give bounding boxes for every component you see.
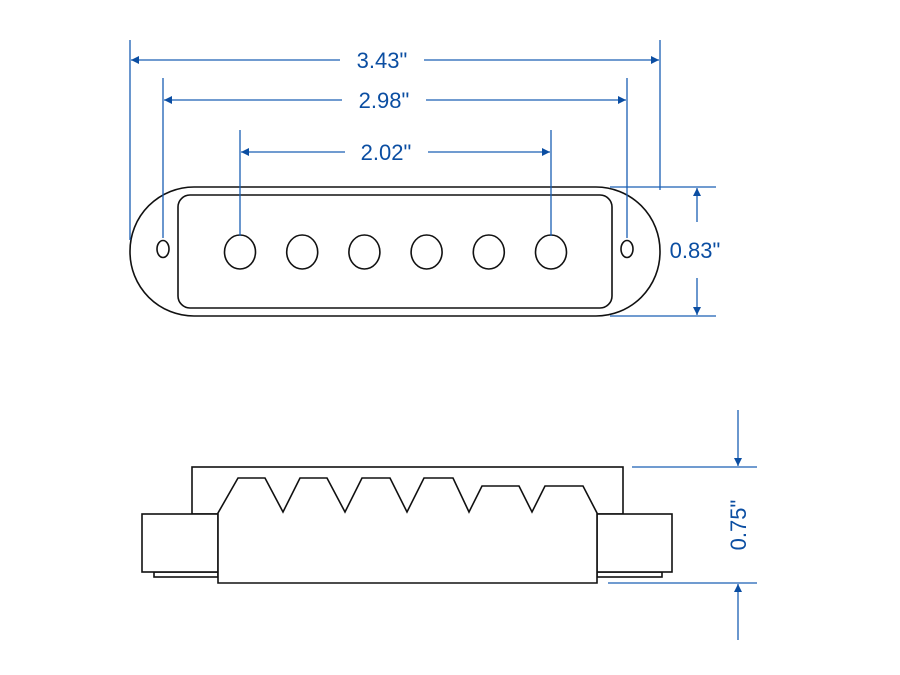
height-label: 0.75" <box>726 500 751 551</box>
pole-pieces <box>223 234 568 270</box>
cover-body-with-poles <box>217 477 598 584</box>
pole-piece <box>285 234 319 270</box>
pole-piece <box>348 234 381 270</box>
mount-tab-left <box>141 513 219 573</box>
pickup-cover-inner <box>177 194 613 309</box>
pole-piece <box>223 234 257 270</box>
pole-piece <box>472 234 506 270</box>
top-view: 3.43" 2.98" 2.02" 0.83" <box>129 40 721 317</box>
pole-piece <box>534 234 568 270</box>
side-view: 0.75" <box>141 410 757 640</box>
mount-tab-right <box>596 513 673 573</box>
mounting-hole-right <box>620 239 634 259</box>
mounting-spacing-label: 2.98" <box>359 88 410 113</box>
pole-spacing-label: 2.02" <box>361 140 412 165</box>
pickup-cover-outline <box>129 186 661 317</box>
mounting-hole-left <box>156 239 170 259</box>
pole-piece <box>410 234 443 270</box>
width-label: 0.83" <box>670 238 721 263</box>
overall-length-label: 3.43" <box>357 48 408 73</box>
